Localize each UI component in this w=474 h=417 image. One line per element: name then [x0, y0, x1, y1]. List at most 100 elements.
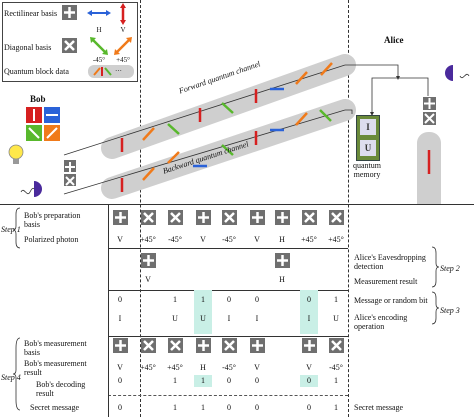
meas-basis-icon-diagonal: [168, 338, 183, 353]
secret-message-cell: 1: [201, 403, 205, 412]
quantum-memory-box: I U: [356, 115, 380, 161]
polarized-photon-cell: -45°: [168, 235, 182, 244]
label-meas-result: Bob's measurement result: [24, 359, 87, 378]
meas-result-cell: +45°: [140, 363, 156, 372]
polarized-photon-cell: V: [200, 235, 206, 244]
backward-photons: [120, 109, 332, 192]
label-message-bit: Message or random bit: [354, 296, 428, 305]
legend-dots: ···: [115, 67, 122, 75]
forward-photons: [120, 62, 333, 152]
polarized-photon-cell: V: [254, 235, 260, 244]
bob-rectilinear-icon: [64, 160, 76, 172]
step3-label: Step 3: [440, 306, 460, 315]
prep-basis-icon-diagonal: [141, 210, 156, 225]
alice-rectilinear-icon: [423, 97, 436, 110]
legend-v-label: V: [120, 26, 126, 34]
step2-label: Step 2: [440, 264, 460, 273]
encoding-op-cell: I: [118, 314, 122, 323]
sep-step4: [108, 336, 348, 337]
sep-step3: [108, 290, 348, 291]
legend-rectilinear-icon: [62, 5, 77, 20]
meas-basis-icon-rectilinear: [196, 338, 211, 353]
meas-basis-icon-diagonal: [141, 338, 156, 353]
prep-basis-icon-rectilinear: [113, 210, 128, 225]
legend-v-arrow: [120, 3, 126, 25]
bob-divider: [140, 0, 141, 417]
sep-secret: [108, 395, 348, 396]
encoding-op-cell: U: [172, 314, 178, 323]
lightbulb-icon: [8, 144, 24, 164]
message-bit-cell: 0: [255, 295, 259, 304]
message-bit-cell: 0: [227, 295, 231, 304]
secret-message-cell: 0: [255, 403, 259, 412]
prep-basis-icon-rectilinear: [275, 210, 290, 225]
alice-divider: [348, 0, 349, 417]
secret-message-cell: 1: [173, 403, 177, 412]
meas-result-cell: H: [200, 363, 206, 372]
table-left-edge: [108, 204, 109, 417]
polarized-photon-cell: -45°: [222, 235, 236, 244]
bob-detector-icon: [20, 181, 42, 197]
sep-step2: [108, 248, 348, 249]
encoding-op-cell: I: [255, 314, 259, 323]
alice-routing: [345, 64, 429, 114]
meas-basis-icon-diagonal: [222, 338, 237, 353]
legend-diagonal-label: Diagonal basis: [4, 43, 52, 52]
legend-rectilinear-label: Rectilinear basis: [4, 9, 58, 18]
legend-minus45-label: -45°: [92, 56, 106, 64]
decoding-cell: 1: [173, 376, 177, 385]
polarized-photon-cell: H: [279, 235, 285, 244]
legend-plus45-arrow: [114, 37, 132, 55]
alice-detector-icon: [445, 65, 470, 81]
secret-message-cell: 0: [307, 403, 311, 412]
prep-basis-icon-rectilinear: [250, 210, 265, 225]
decoding-cell: 0: [307, 376, 311, 385]
label-encoding: Alice's encoding operation: [354, 313, 408, 332]
meas-result-cell: +45°: [167, 363, 183, 372]
bob-diagonal-icon: [64, 174, 76, 186]
message-bit-cell: 0: [307, 295, 311, 304]
prep-basis-icon-diagonal: [168, 210, 183, 225]
polarized-photon-cell: +45°: [140, 235, 156, 244]
meas-basis-icon-rectilinear: [302, 338, 317, 353]
meas-result-cell: -45°: [222, 363, 236, 372]
polarized-photon-cell: V: [117, 235, 123, 244]
decoding-cell: 0: [118, 376, 122, 385]
encoding-op-cell: U: [200, 314, 206, 323]
legend-quantum-block-label: Quantum block data: [4, 67, 69, 76]
polarized-photon-cell: +45°: [328, 235, 344, 244]
highlight-cell: [194, 375, 212, 387]
meas-result-cell: -45°: [329, 363, 343, 372]
label-decoding: Bob's decoding result: [36, 380, 86, 399]
highlight-cell: [300, 290, 318, 334]
memory-i: I: [360, 119, 376, 135]
prep-basis-icon-diagonal: [302, 210, 317, 225]
prep-basis-icon-diagonal: [222, 210, 237, 225]
step1-label: Step 1: [1, 225, 21, 234]
secret-message-cell: 1: [334, 403, 338, 412]
legend-h-arrow: [87, 10, 111, 16]
encoding-op-cell: U: [333, 314, 339, 323]
legend-quantum-block: [88, 65, 134, 78]
message-bit-cell: 1: [334, 295, 338, 304]
label-alice-meas-result: Measurement result: [354, 277, 418, 286]
meas-basis-icon-rectilinear: [113, 338, 128, 353]
bob-label: Bob: [30, 94, 46, 104]
step4-label: Step 4: [1, 373, 21, 382]
eve-result-cell: H: [279, 275, 285, 284]
legend-h-label: H: [96, 26, 102, 34]
label-polarized: Polarized photon: [24, 235, 79, 244]
label-secret-right: Secret message: [354, 403, 404, 412]
highlight-cell: [300, 375, 318, 387]
decoding-cell: 1: [334, 376, 338, 385]
eve-basis-icon-rectilinear: [275, 253, 290, 268]
meas-result-cell: V: [306, 363, 312, 372]
channel-graphics: [63, 54, 441, 205]
sep-top: [0, 204, 474, 205]
decoding-cell: 1: [201, 376, 205, 385]
eve-result-cell: V: [145, 275, 151, 284]
highlight-cell: [194, 290, 212, 334]
decoding-cell: 0: [255, 376, 259, 385]
